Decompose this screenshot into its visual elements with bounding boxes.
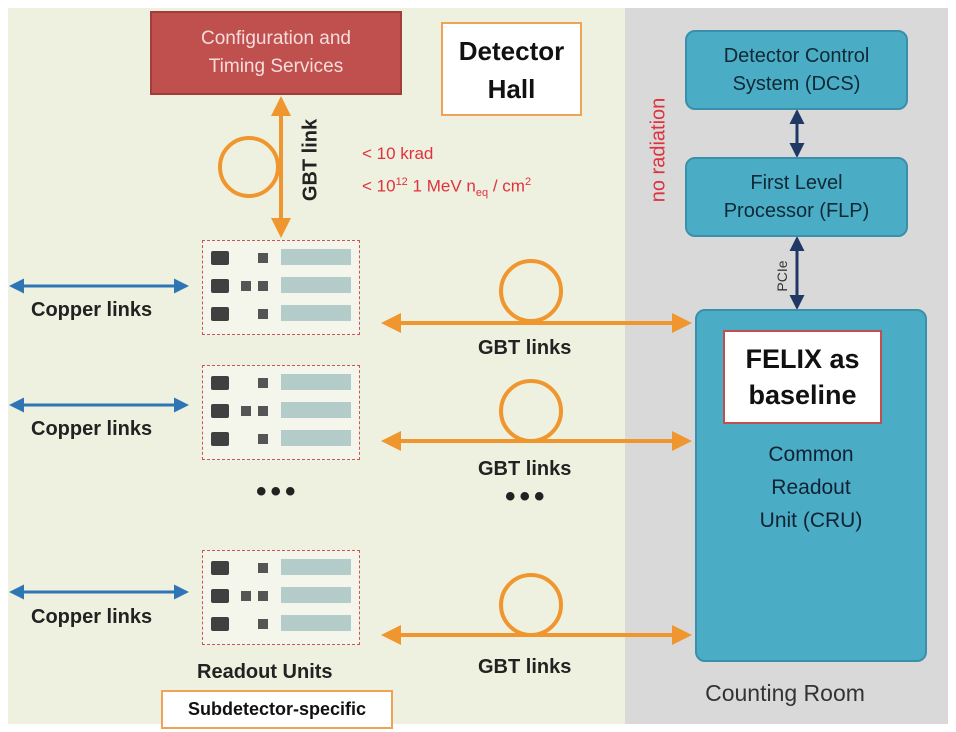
felix-baseline-label: FELIX as baseline [723,330,882,424]
detector-hall-line-1: Detector [458,36,565,66]
radiation-levels: < 10 krad < 1012 1 MeV neq / cm2 [362,140,531,207]
cru-line-3: Unit (CRU) [759,509,863,532]
gbt-links-label: GBT links [478,656,572,678]
cru-line-1: Common [768,443,854,466]
no-radiation-label-wrap: no radiation [643,98,675,203]
config-line-2: Timing Services [208,56,344,77]
no-radiation-label: no radiation [647,97,670,203]
readout-unit-board [202,550,360,645]
felix-line-2: baseline [748,380,857,410]
radiation-dose: < 10 krad [362,144,434,163]
fiber-loop-1 [499,259,563,323]
flp-line-1: First Level [750,172,843,194]
more-readout-units-ellipsis: ••• [256,475,300,508]
fiber-loop-3 [499,573,563,637]
detector-hall-line-2: Hall [487,74,536,104]
cru-line-2: Readout [771,476,851,499]
radiation-fluence: < 1012 1 MeV neq / cm2 [362,176,532,200]
configuration-timing-services-box: Configuration and Timing Services [150,11,402,95]
config-line-1: Configuration and [201,28,351,49]
flp-box: First Level Processor (FLP) [685,157,908,237]
readout-units-label: Readout Units [197,661,333,683]
felix-line-1: FELIX as [745,344,860,374]
copper-links-label: Copper links [31,606,153,628]
gbt-links-label: GBT links [478,458,572,480]
dcs-line-2: System (DCS) [732,73,861,95]
more-gbt-links-ellipsis: ••• [505,480,549,513]
counting-room-label: Counting Room [705,680,865,706]
dcs-box: Detector Control System (DCS) [685,30,908,110]
copper-links-label: Copper links [31,299,153,321]
fiber-loop-vertical [218,136,280,198]
copper-links-label: Copper links [31,418,153,440]
detector-hall-label: Detector Hall [441,22,582,116]
readout-unit-board [202,240,360,335]
cru-label: Common Readout Unit (CRU) [695,438,927,537]
gbt-links-label: GBT links [478,337,572,359]
readout-unit-board [202,365,360,460]
flp-line-2: Processor (FLP) [723,200,870,222]
fiber-loop-2 [499,379,563,443]
gbt-link-label: GBT link [299,118,322,202]
pcie-label: PCIe [774,260,790,292]
dcs-line-1: Detector Control [723,45,870,67]
subdetector-specific-label: Subdetector-specific [161,690,393,729]
